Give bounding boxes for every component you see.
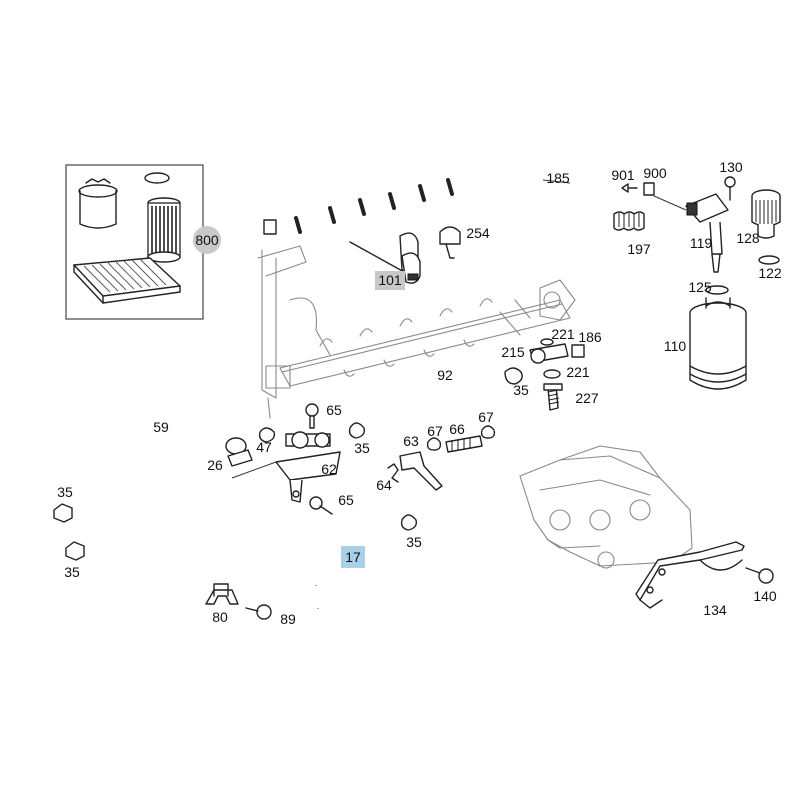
hose-59 [79,415,249,533]
engine-block-ghost [519,445,693,569]
label-35c: 35 [57,484,73,500]
label-101: 101 [378,272,402,288]
clip-101 [349,232,421,290]
bolt-65-lower [309,496,333,515]
fuel-filter-icon [78,178,118,229]
clamp-35-center [348,422,366,439]
label-186: 186 [578,329,602,345]
label-35a: 35 [513,382,529,398]
label-65b: 65 [338,492,354,508]
label-215: 215 [501,344,525,360]
bracket-134 [635,541,745,609]
label-17: 17 [345,549,361,565]
primer-knob-128 [751,189,781,265]
label-134: 134 [703,602,727,618]
bracket-group-63 [387,425,496,491]
label-67a: 67 [427,423,443,439]
clamp-35-left-lower [65,541,85,561]
label-26: 26 [207,457,223,473]
label-62: 62 [321,461,337,477]
label-66: 66 [449,421,465,437]
label-64: 64 [376,477,392,493]
label-35e: 35 [406,534,422,550]
label-89: 89 [280,611,296,627]
label-92: 92 [437,367,453,383]
service-kit-box [65,164,221,320]
fitting-group [504,338,585,411]
clamp-35-right [400,514,418,531]
o-ring-icon [144,172,170,184]
label-197: 197 [627,241,651,257]
label-254: 254 [466,225,490,241]
label-800: 800 [195,232,219,248]
tag-101 [375,271,405,290]
kit-800-badge [193,226,221,254]
label-80: 80 [212,609,228,625]
label-900: 900 [643,165,667,181]
holder-80 [205,583,239,605]
bolt-65-upper [305,403,319,429]
clamp-47 [258,427,276,443]
label-125: 125 [688,279,712,295]
label-901: 901 [611,167,635,183]
label-67b: 67 [478,409,494,425]
bolt-140 [745,567,774,584]
label-122: 122 [758,265,782,281]
label-35b: 35 [354,440,370,456]
air-filter-icon [73,257,181,304]
label-59: 59 [153,419,169,435]
tag-17 [341,546,365,568]
label-35d: 35 [64,564,80,580]
hose-17 [82,516,394,609]
fuel-rail-assembly [257,245,576,419]
label-110: 110 [664,338,687,354]
label-185: 185 [546,170,570,186]
sensor-group [613,176,736,273]
clamp-35-left-upper [53,503,73,523]
label-128: 128 [736,230,760,246]
label-221a: 221 [551,326,575,342]
clip-254 [439,226,461,259]
clamp-26 [225,437,253,467]
filter-cartridge-icon [147,197,181,263]
label-140: 140 [753,588,777,604]
bolt-89 [245,604,272,620]
label-130: 130 [719,159,743,175]
hose-92 [378,376,504,426]
label-227: 227 [575,390,599,406]
tee-fitting-62 [231,431,341,503]
label-65a: 65 [326,402,342,418]
label-47: 47 [256,439,272,455]
label-63: 63 [403,433,419,449]
label-119: 119 [690,235,713,251]
return-line-185 [263,172,618,353]
fuel-filter-housing-110 [689,285,747,390]
label-221b: 221 [566,364,590,380]
